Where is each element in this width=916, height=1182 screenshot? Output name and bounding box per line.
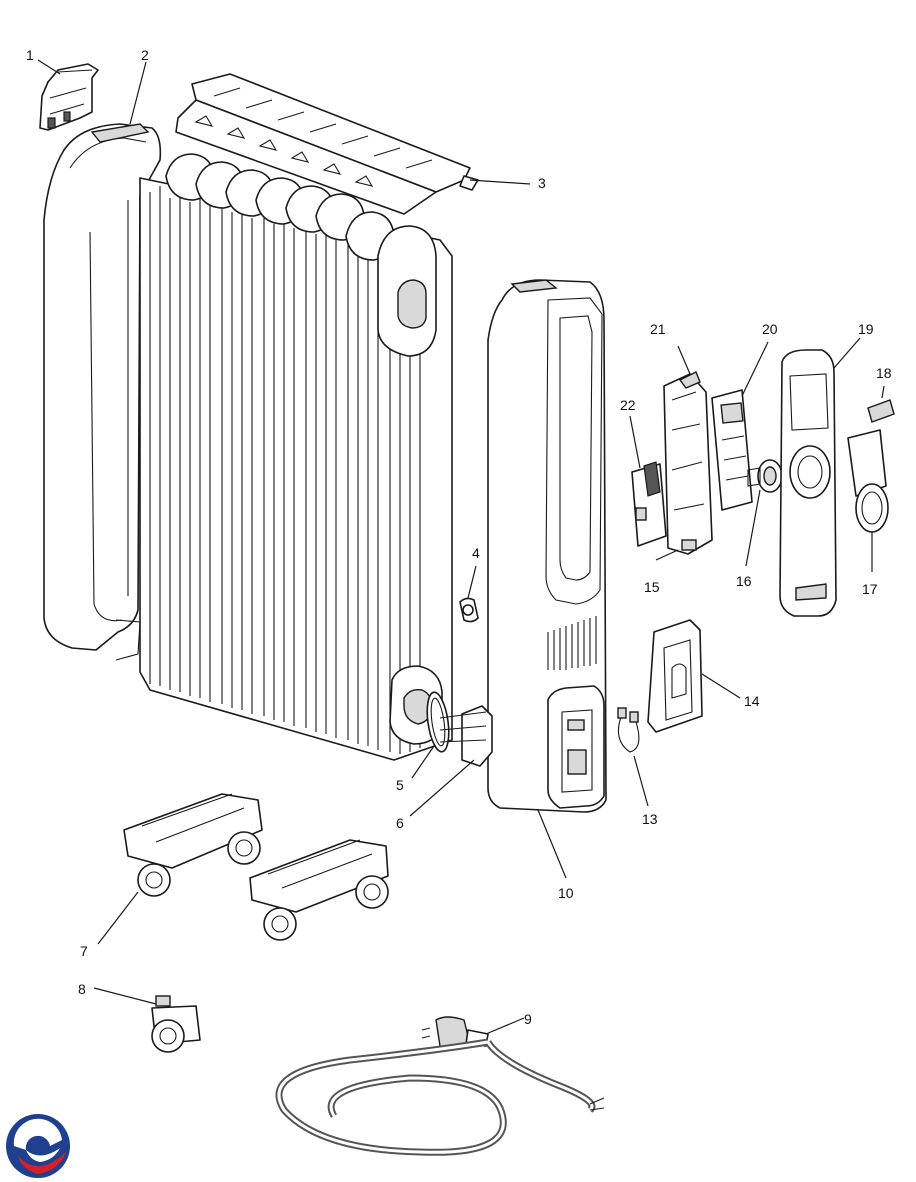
power-board-part: [629, 415, 667, 547]
control-bracket-part: [655, 345, 713, 561]
callout-labels: 1 2 3 4 5 6 7 8 9 10 13 14 15 16 17 18 1…: [26, 47, 892, 1027]
power-cord-part: [275, 1016, 605, 1156]
callout-20: 20: [762, 321, 778, 337]
brand-logo: [6, 1114, 70, 1178]
callout-4: 4: [472, 545, 480, 561]
control-board-part: [711, 341, 769, 511]
callout-16: 16: [736, 573, 752, 589]
callout-5: 5: [396, 777, 404, 793]
radiator-body: [139, 153, 453, 761]
callout-10: 10: [558, 885, 574, 901]
callout-13: 13: [642, 811, 658, 827]
vent-slots: [547, 616, 597, 670]
cord-cover-plate-part: [647, 619, 741, 733]
caster-feet-part: [97, 793, 389, 945]
top-cap-part: [39, 63, 99, 131]
top-grille-part: [175, 73, 531, 215]
jumper-wire-part: [617, 707, 649, 807]
dial-knob-part: [847, 429, 889, 572]
callout-6: 6: [396, 815, 404, 831]
callout-18: 18: [876, 365, 892, 381]
callout-3: 3: [538, 175, 546, 191]
callout-1: 1: [26, 47, 34, 63]
single-caster-part: [93, 987, 201, 1053]
knob-shaft-part: [745, 459, 783, 567]
callout-22: 22: [620, 397, 636, 413]
callout-9: 9: [524, 1011, 532, 1027]
callout-21: 21: [650, 321, 666, 337]
callout-15: 15: [644, 579, 660, 595]
callout-19: 19: [858, 321, 874, 337]
callout-8: 8: [78, 981, 86, 997]
right-side-panel-part: [487, 279, 607, 879]
thermostat-fitting-part: [459, 565, 479, 623]
callout-7: 7: [80, 943, 88, 959]
callout-14: 14: [744, 693, 760, 709]
display-window-part: [867, 385, 895, 423]
callout-17: 17: [862, 581, 878, 597]
control-panel-cover-part: [779, 337, 861, 617]
gasket-and-flange-parts: [409, 691, 493, 817]
left-side-panel-part: [43, 123, 162, 661]
callout-2: 2: [141, 47, 149, 63]
